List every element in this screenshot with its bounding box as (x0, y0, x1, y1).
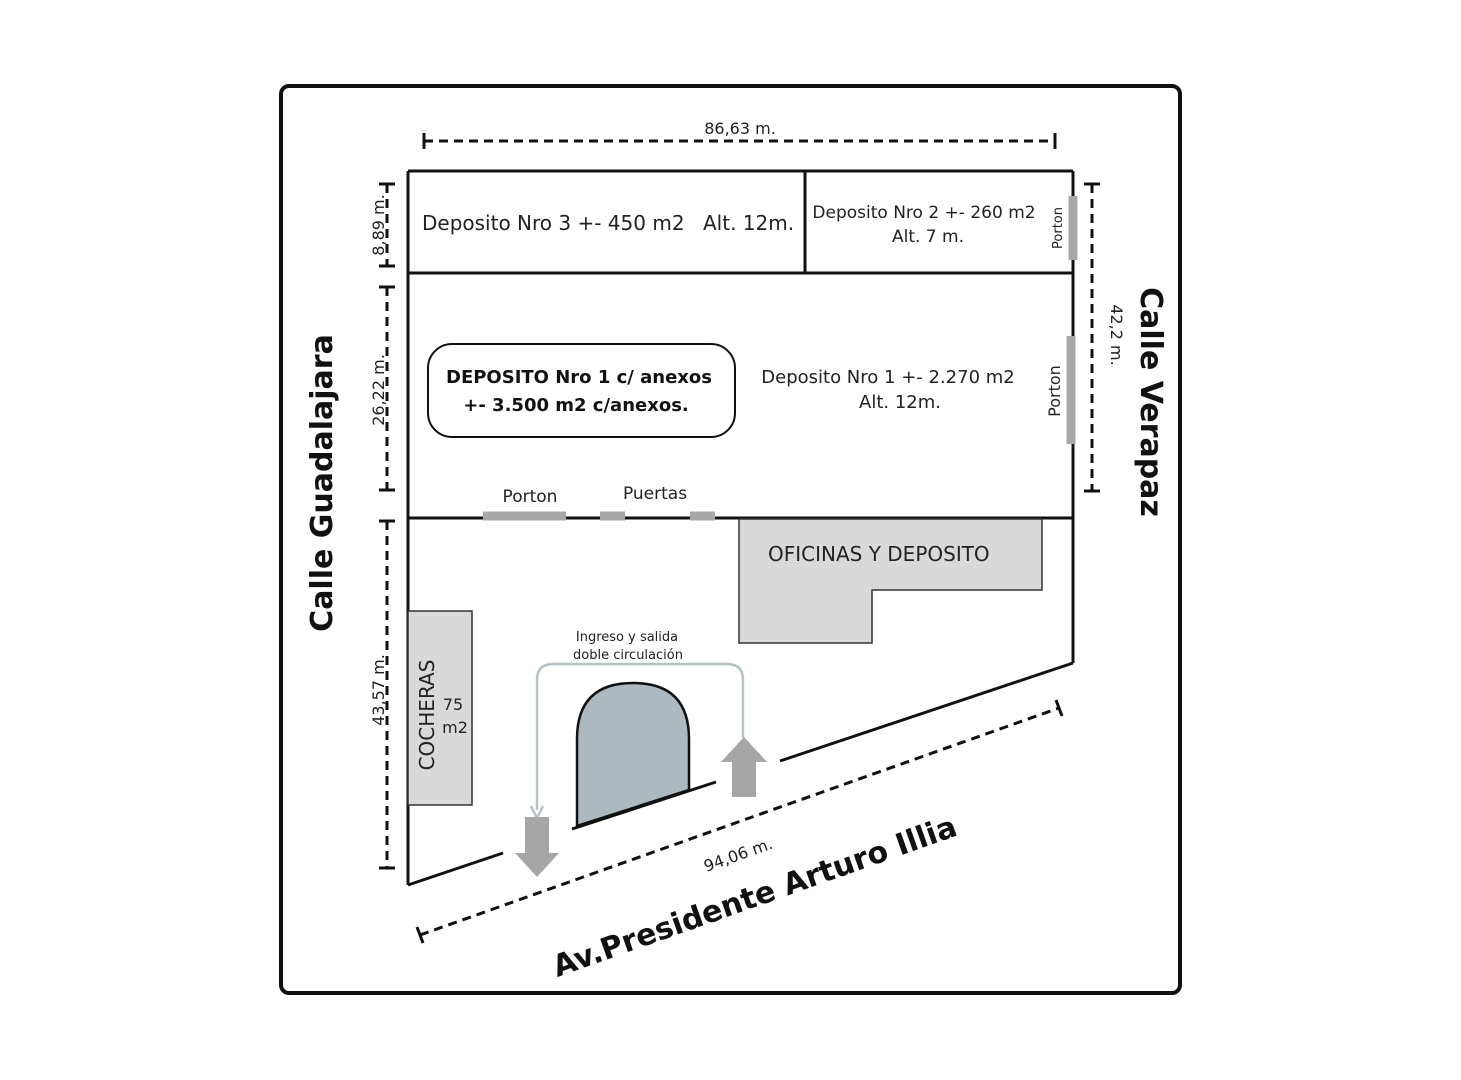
cocheras-area-line1: 75 (443, 695, 463, 714)
deposito-3: Deposito Nro 3 +- 450 m2 Alt. 12m. (422, 211, 794, 235)
central-island (575, 681, 691, 828)
dimension-left-bottom: 43,57 m. (369, 519, 395, 870)
access-label-line2: doble circulación (573, 648, 683, 663)
access-route: Ingreso y salida doble circulación (529, 630, 745, 821)
oficinas-label: OFICINAS Y DEPOSITO (768, 542, 990, 566)
deposito-2-label: Deposito Nro 2 +- 260 m2 (812, 203, 1035, 223)
dimension-right-label: 42,2 m. (1107, 304, 1126, 365)
deposito-1-callout: DEPOSITO Nro 1 c/ anexos +- 3.500 m2 c/a… (427, 343, 736, 438)
deposito-1-callout-line1: DEPOSITO Nro 1 c/ anexos (446, 367, 712, 388)
street-left-label: Calle Guadalajara (305, 334, 340, 632)
entry-arrow-icon (721, 737, 767, 797)
cocheras: COCHERAS 75 m2 (407, 610, 473, 806)
dimension-top: 86,63 m. (422, 119, 1057, 149)
deposito-1-callout-line2: +- 3.500 m2 c/anexos. (463, 395, 689, 416)
frame-border (279, 84, 1182, 995)
dimension-left-middle: 26,22 m. (369, 285, 395, 492)
deposito-1-height: Alt. 12m. (859, 392, 941, 413)
cocheras-area-line2: m2 (442, 718, 468, 737)
deposito-2: Deposito Nro 2 +- 260 m2 Alt. 7 m. (812, 203, 1035, 247)
deposito-1-label: Deposito Nro 1 +- 2.270 m2 (761, 367, 1014, 388)
porton-bottom-label: Porton (503, 487, 558, 507)
dimension-top-label: 86,63 m. (704, 119, 776, 138)
dimension-left-middle-label: 26,22 m. (369, 354, 388, 426)
dimension-left-top-label: 8,89 m. (369, 194, 388, 255)
porton-mid-right-label: Porton (1045, 365, 1064, 417)
puertas-label: Puertas (623, 484, 687, 504)
oficinas-deposito: OFICINAS Y DEPOSITO (738, 518, 1043, 644)
cocheras-label: COCHERAS (415, 660, 439, 771)
street-right-label: Calle Verapaz (1133, 287, 1168, 517)
access-label-line1: Ingreso y salida (576, 630, 678, 645)
porton-top-right-label: Porton (1051, 207, 1066, 249)
dimension-left-top: 8,89 m. (369, 182, 395, 268)
deposito-3-height: Alt. 12m. (703, 211, 794, 235)
deposito-3-label: Deposito Nro 3 +- 450 m2 (422, 211, 685, 235)
exit-arrow-icon (515, 817, 559, 877)
deposito-2-height: Alt. 7 m. (892, 227, 964, 247)
deposito-1: Deposito Nro 1 +- 2.270 m2 Alt. 12m. (761, 367, 1014, 413)
dimension-left-bottom-label: 43,57 m. (369, 654, 388, 726)
dimension-right: 42,2 m. (1084, 182, 1126, 493)
